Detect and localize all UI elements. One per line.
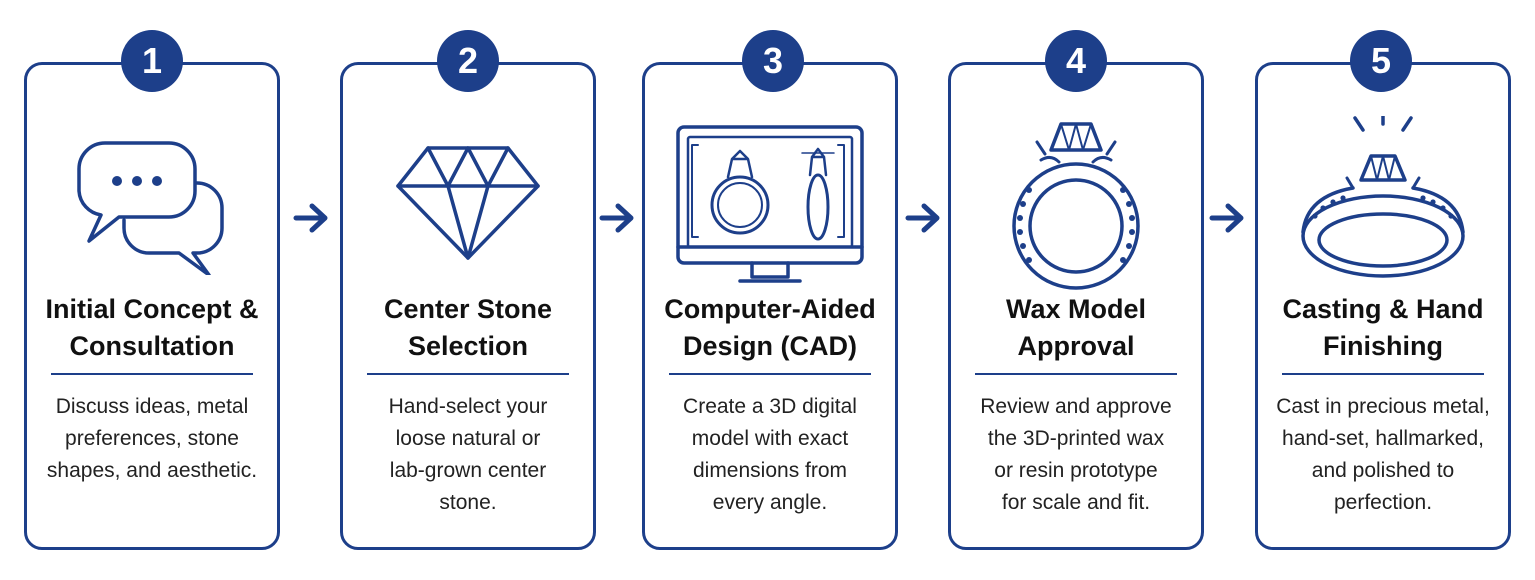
step-description: Cast in precious metal,hand-set, hallmar…	[1276, 395, 1490, 514]
sparkling-ring-icon	[1258, 111, 1508, 301]
ring-icon	[951, 109, 1201, 299]
arrow-right-icon	[599, 203, 634, 233]
chat-bubbles-icon	[27, 105, 277, 295]
title-divider	[367, 373, 569, 375]
title-divider	[1282, 373, 1484, 375]
step-number-badge-4: 4	[1045, 30, 1107, 92]
arrow-right-icon	[1209, 203, 1244, 233]
step-number-badge-5: 5	[1350, 30, 1412, 92]
step-number-badge-3: 3	[742, 30, 804, 92]
step-card-1: Initial Concept &Consultation Discuss id…	[24, 62, 280, 550]
title-divider	[669, 373, 871, 375]
step-number-badge-1: 1	[121, 30, 183, 92]
arrow-right-icon	[905, 203, 940, 233]
step-title: Initial Concept &Consultation	[45, 294, 259, 361]
monitor-ring-icon	[645, 109, 895, 299]
diamond-icon	[343, 105, 593, 295]
title-divider	[975, 373, 1177, 375]
step-number-badge-2: 2	[437, 30, 499, 92]
title-divider	[51, 373, 253, 375]
arrow-right-icon	[293, 203, 328, 233]
